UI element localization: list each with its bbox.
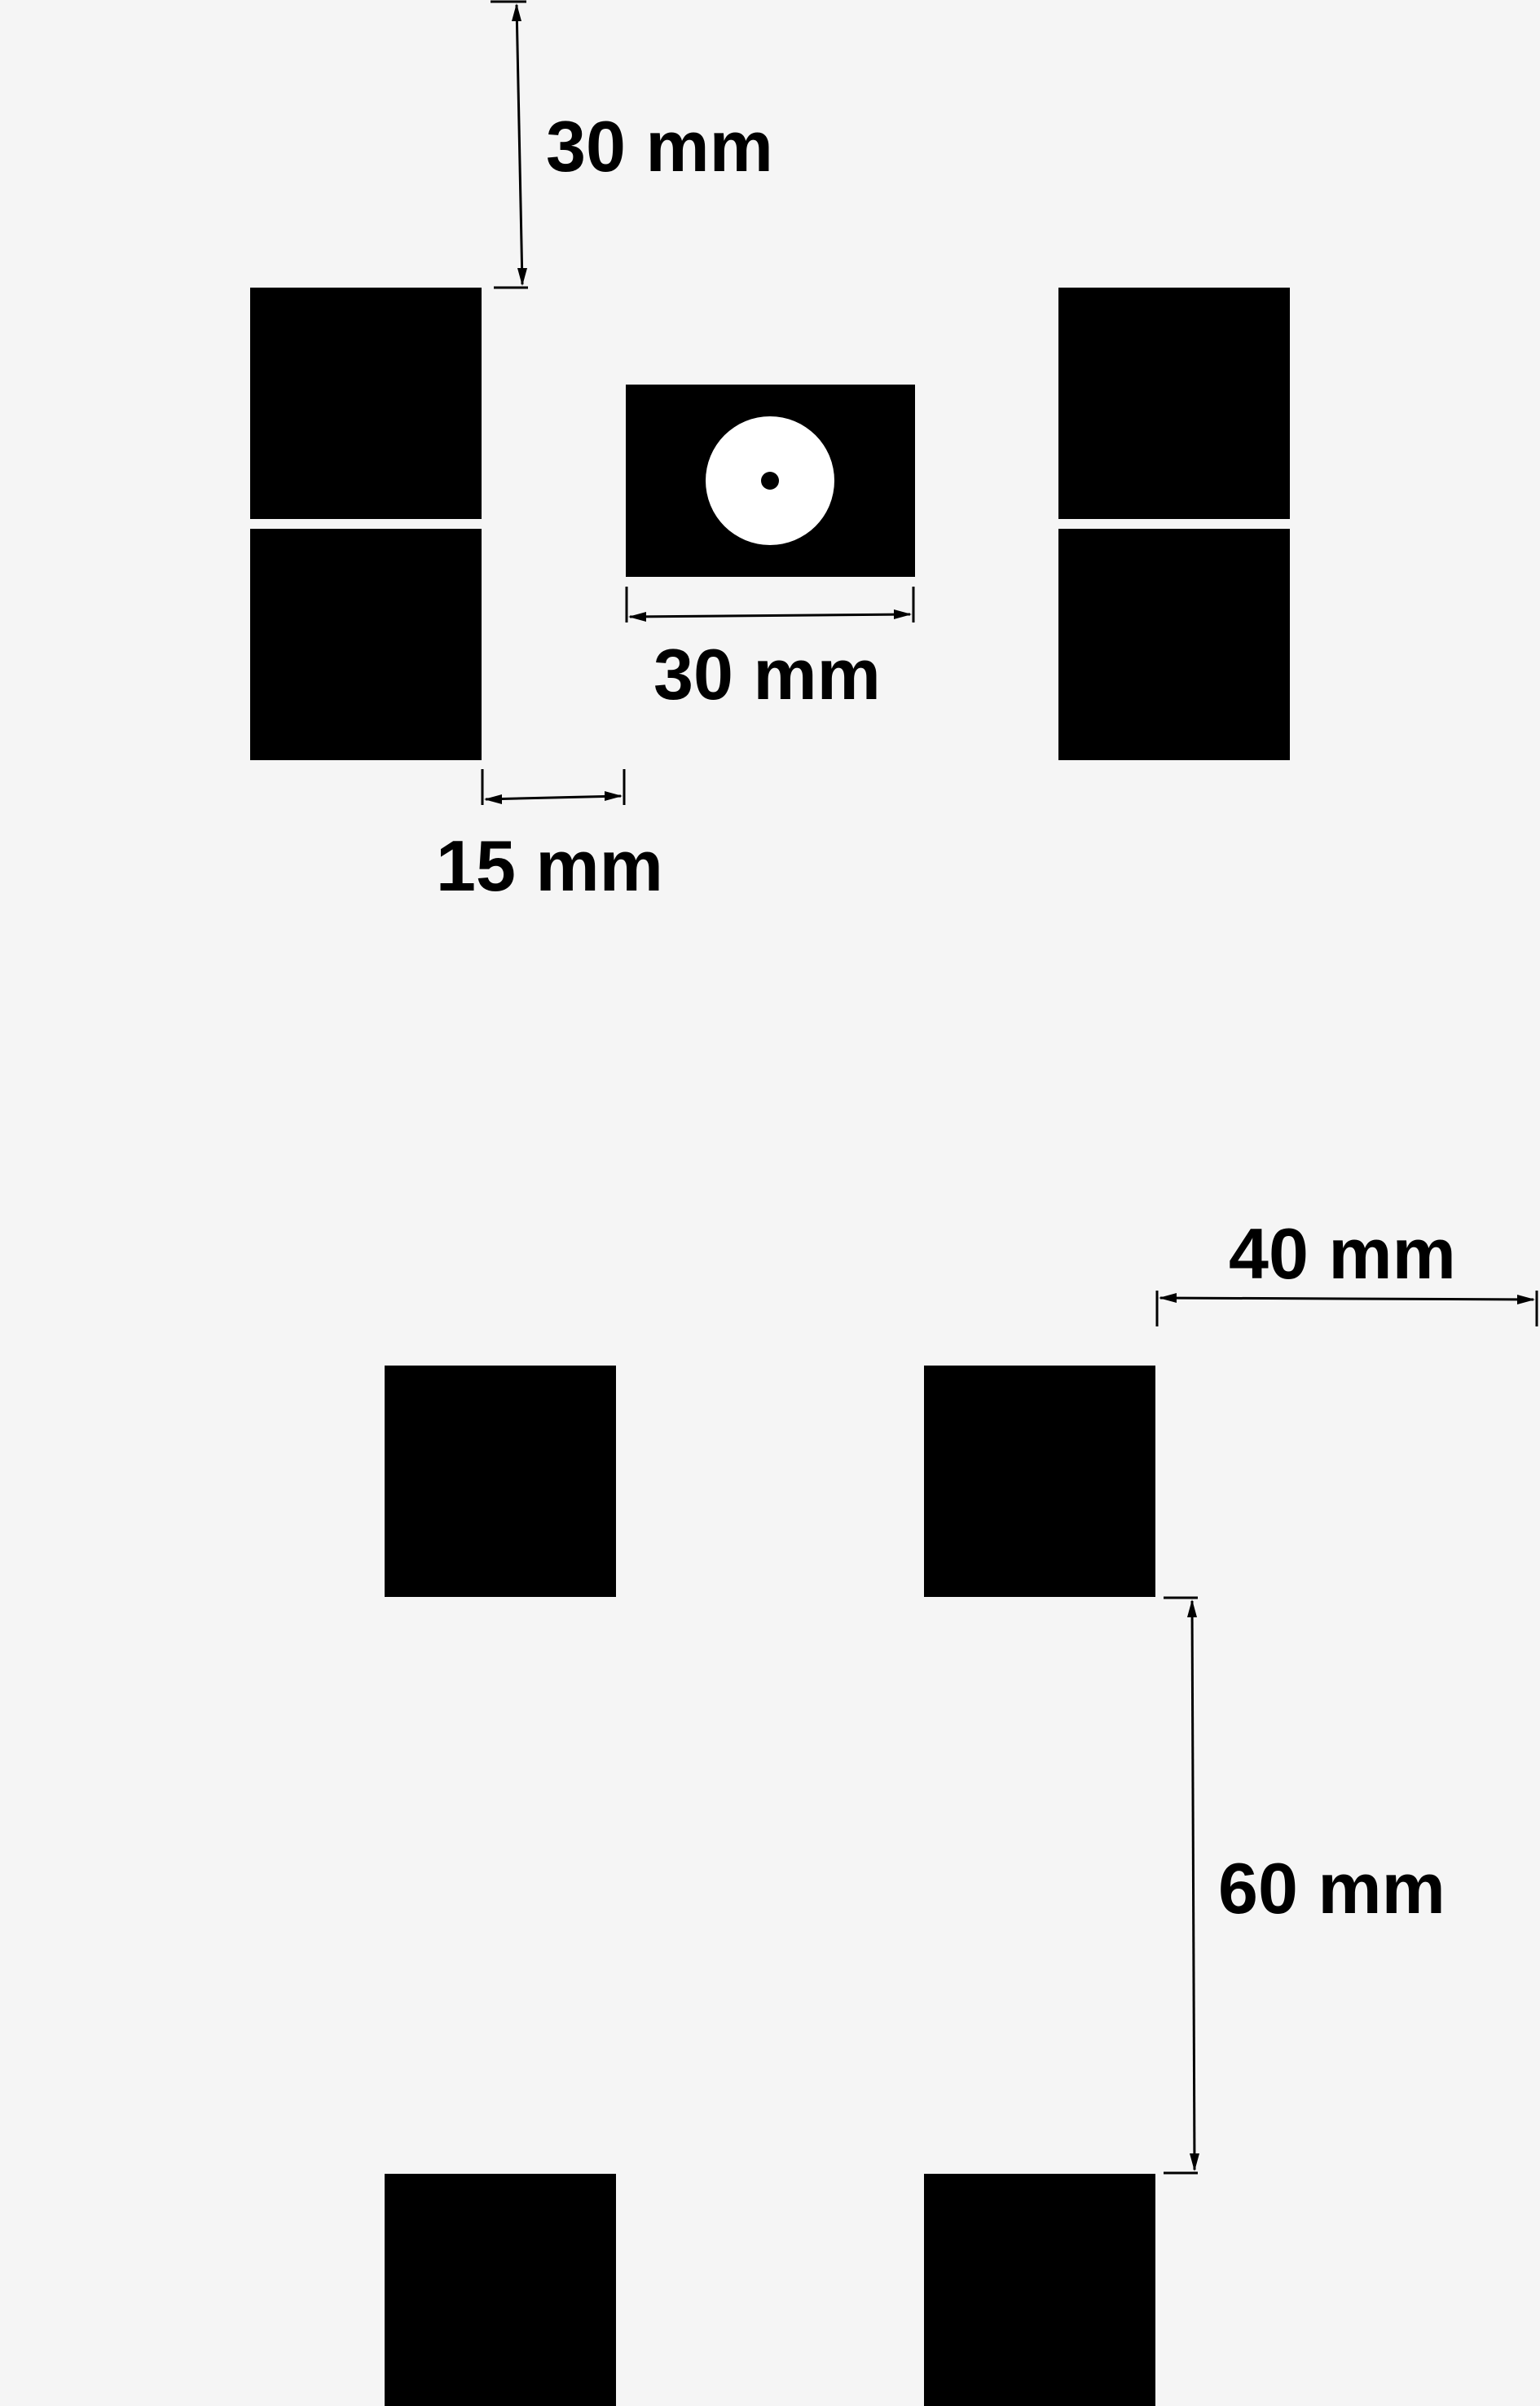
lower-block-bottom-right xyxy=(924,2174,1155,2406)
dimension-label-top-gap: 30 mm xyxy=(546,106,773,187)
target-center-dot xyxy=(761,472,779,490)
lower-group xyxy=(385,1366,1155,2406)
dimension-vertical-spacing: 60 mm xyxy=(1164,1596,1445,2175)
dimension-top-gap: 30 mm xyxy=(491,0,773,289)
dimension-right-offset: 40 mm xyxy=(1155,1213,1538,1326)
lower-block-bottom-left xyxy=(385,2174,616,2406)
dimension-label-target-width: 30 mm xyxy=(653,634,881,715)
right-block-bottom xyxy=(1058,529,1290,760)
lower-block-top-left xyxy=(385,1366,616,1597)
left-block-top xyxy=(250,288,482,519)
dimension-side-gap: 15 mm xyxy=(436,769,663,906)
dimension-target-width: 30 mm xyxy=(625,587,915,715)
dimension-label-right-offset: 40 mm xyxy=(1229,1213,1456,1294)
left-block-bottom xyxy=(250,529,482,760)
right-block-top xyxy=(1058,288,1290,519)
dimension-label-side-gap: 15 mm xyxy=(436,825,663,906)
upper-group xyxy=(250,288,1290,760)
lower-block-top-right xyxy=(924,1366,1155,1597)
dimension-label-vertical-spacing: 60 mm xyxy=(1218,1848,1445,1929)
